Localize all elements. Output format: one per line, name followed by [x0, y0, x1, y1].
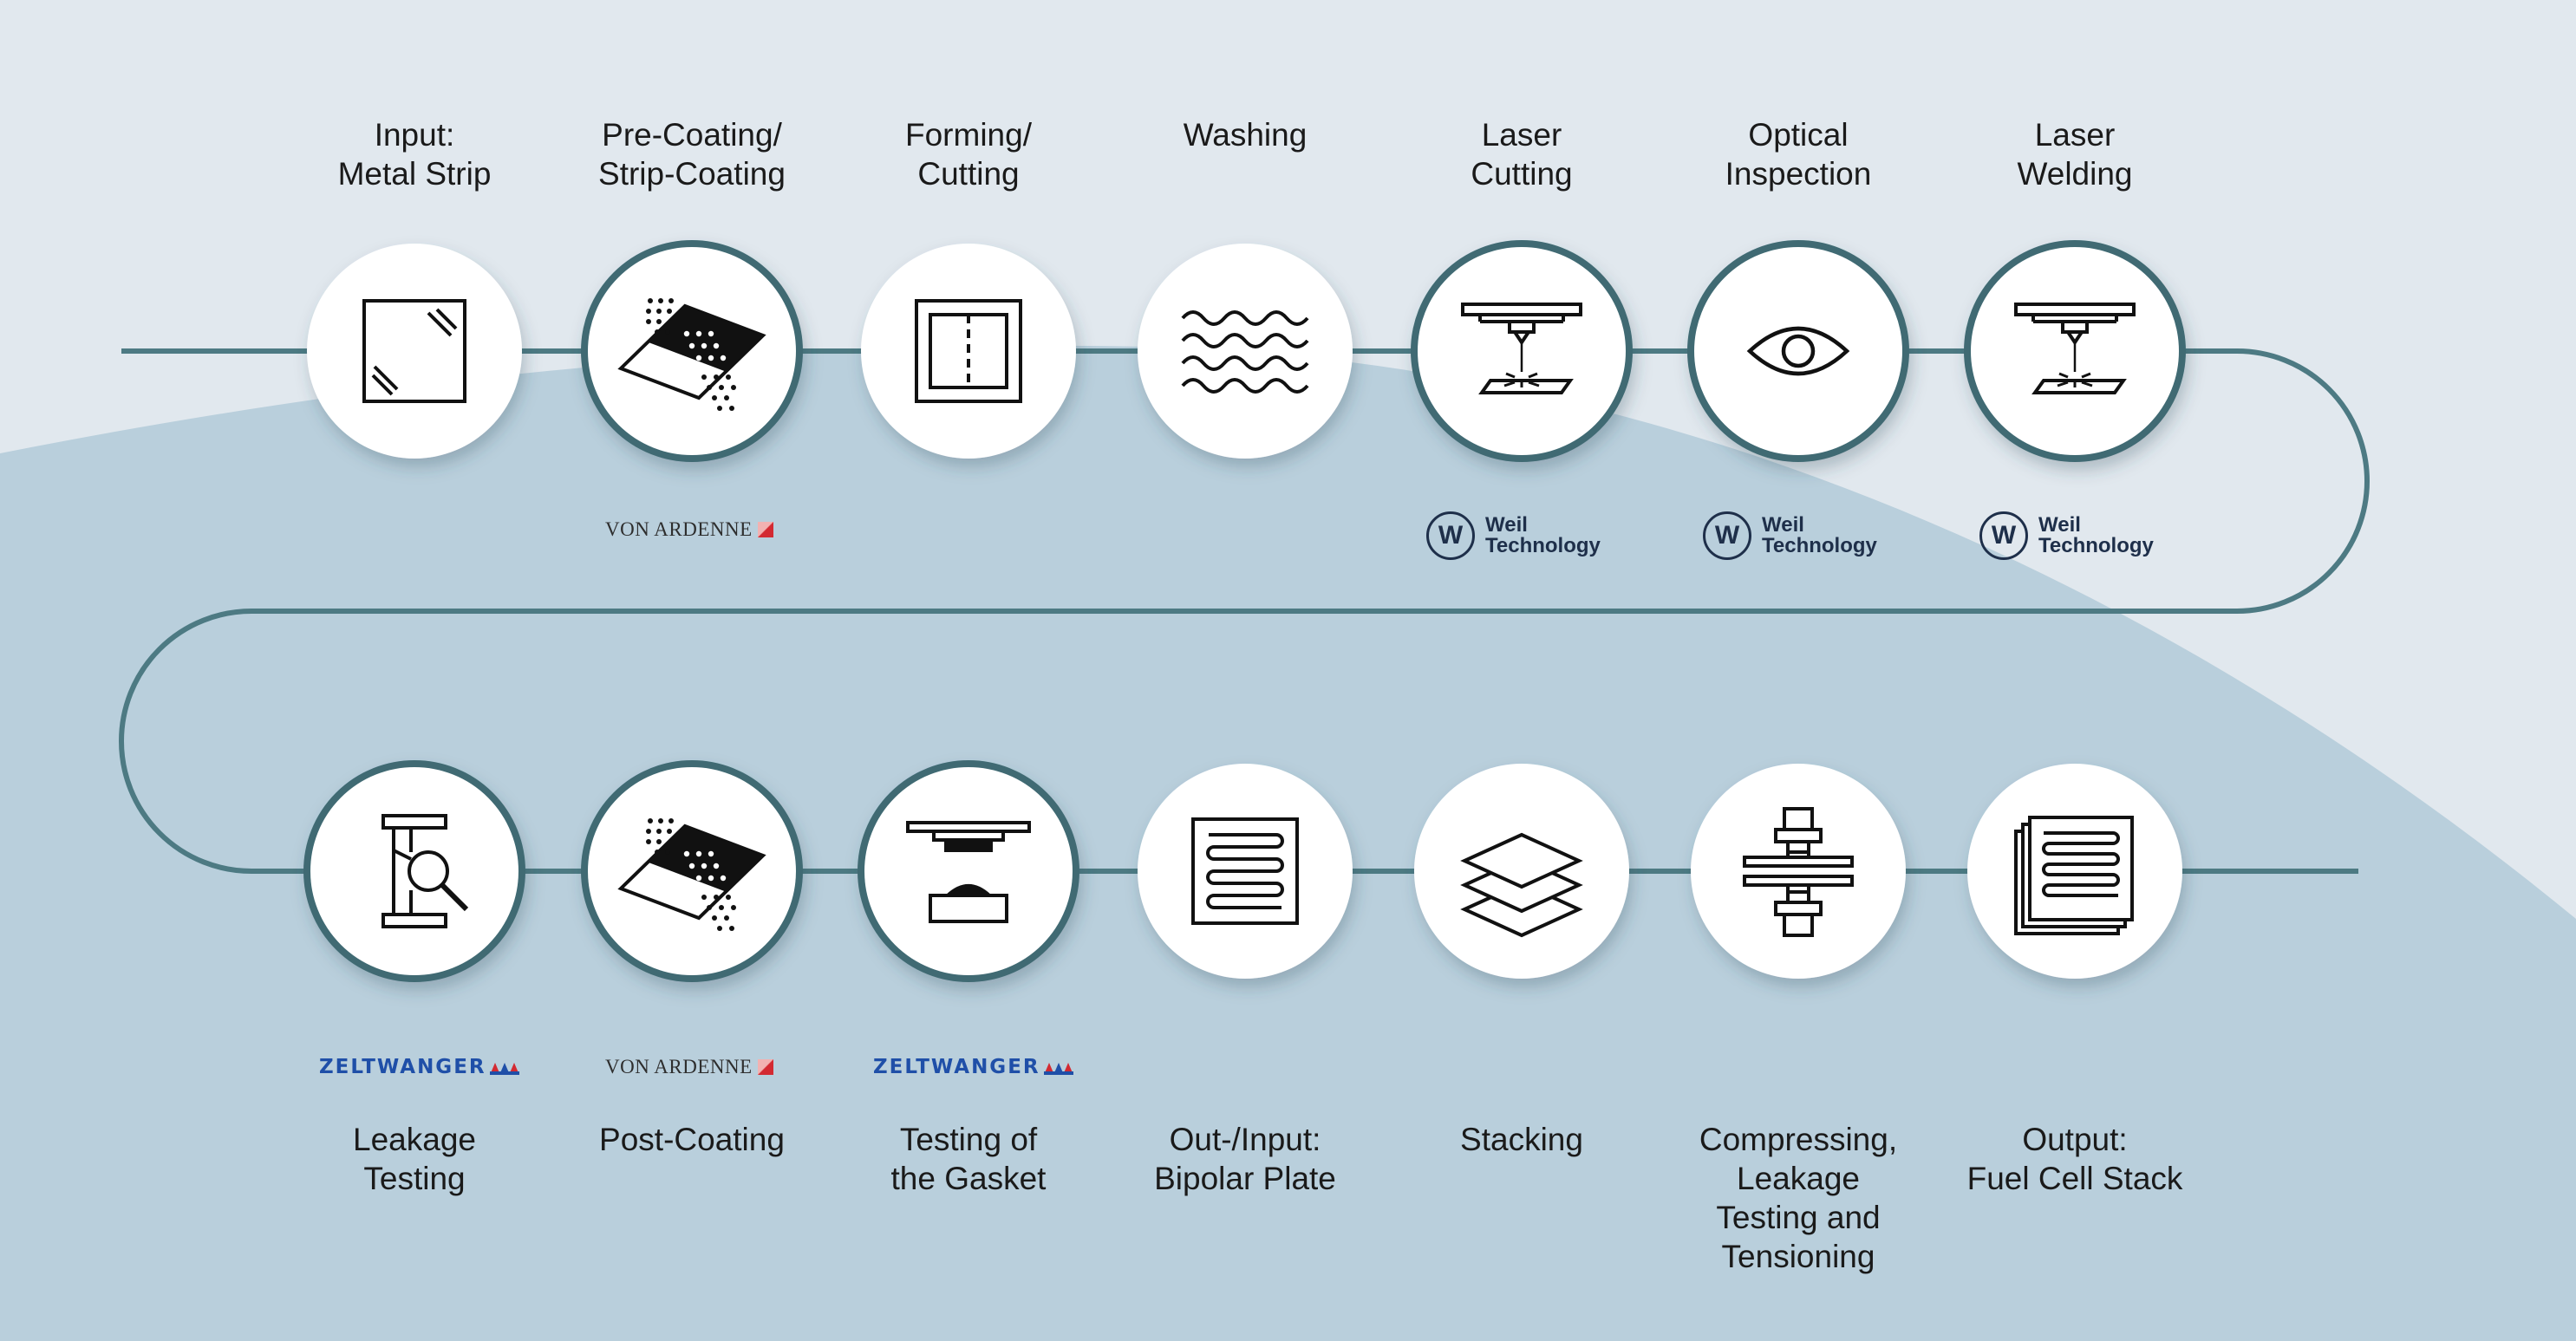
step-node	[1967, 764, 2182, 979]
step-node	[1687, 240, 1909, 462]
step-label: Laser Welding	[2017, 117, 2133, 192]
weil-w-icon: W	[1426, 511, 1475, 560]
process-nodes	[303, 240, 2186, 982]
vonardenne-logo: VON ARDENNE	[605, 518, 773, 541]
weil-w-icon: W	[1979, 511, 2028, 560]
vonardenne-logo-text: VON ARDENNE	[605, 518, 753, 540]
weil-w-icon: W	[1703, 511, 1751, 560]
step-label: Washing	[1183, 117, 1308, 153]
step-label: Forming/ Cutting	[905, 117, 1032, 192]
step-node	[581, 760, 803, 982]
weil-logo-line2: Technology	[1485, 534, 1601, 557]
step-node	[307, 244, 522, 459]
weil-logo-line1: Weil	[2038, 513, 2081, 537]
step-circle	[858, 760, 1079, 982]
step-circle	[1687, 240, 1909, 462]
step-label: Laser Cutting	[1471, 117, 1573, 192]
zeltwanger-logo: ZELTWANGER	[319, 1056, 519, 1078]
vonardenne-logo-text: VON ARDENNE	[605, 1056, 753, 1077]
process-path	[119, 348, 2370, 874]
step-node	[1691, 764, 1906, 979]
zeltwanger-mark-icon	[489, 1063, 519, 1075]
step-node	[1138, 764, 1353, 979]
weil-logo-line1: Weil	[1485, 513, 1528, 537]
vonardenne-logo: VON ARDENNE	[605, 1056, 773, 1078]
step-node	[861, 244, 1076, 459]
step-label: Leakage Testing	[353, 1122, 476, 1196]
step-label: Stacking	[1460, 1122, 1583, 1157]
step-label: Compressing, Leakage Testing and Tension…	[1699, 1122, 1898, 1274]
step-node	[303, 760, 525, 982]
step-node	[1138, 244, 1353, 459]
step-circle	[1138, 244, 1353, 459]
step-label: Output: Fuel Cell Stack	[1966, 1122, 2183, 1196]
zeltwanger-logo-text: ZELTWANGER	[873, 1056, 1040, 1078]
vonardenne-mark-icon	[757, 522, 773, 537]
vonardenne-mark-icon	[757, 1059, 773, 1075]
step-node	[1964, 240, 2186, 462]
step-label: Out-/Input: Bipolar Plate	[1154, 1122, 1336, 1196]
fuel-cell-stack-icon	[2014, 816, 2134, 935]
step-label: Testing of the Gasket	[890, 1122, 1047, 1196]
weil-logo-line1: Weil	[1762, 513, 1804, 537]
step-circle	[1691, 764, 1906, 979]
step-label: Post-Coating	[599, 1122, 785, 1157]
step-label: Pre-Coating/ Strip-Coating	[598, 117, 786, 192]
weil-logo-line2: Technology	[1762, 534, 1877, 557]
step-node	[581, 240, 803, 462]
zeltwanger-logo: ZELTWANGER	[873, 1056, 1073, 1078]
step-node	[1414, 764, 1629, 979]
zeltwanger-mark-icon	[1043, 1063, 1073, 1075]
step-label: Input: Metal Strip	[337, 117, 492, 192]
forming-cutting-icon	[915, 299, 1022, 403]
step-node	[858, 760, 1079, 982]
step-node	[1411, 240, 1633, 462]
step-circle	[307, 244, 522, 459]
weil-logo-line2: Technology	[2038, 534, 2154, 557]
zeltwanger-logo-text: ZELTWANGER	[319, 1056, 486, 1078]
step-label: Optical Inspection	[1725, 117, 1872, 192]
